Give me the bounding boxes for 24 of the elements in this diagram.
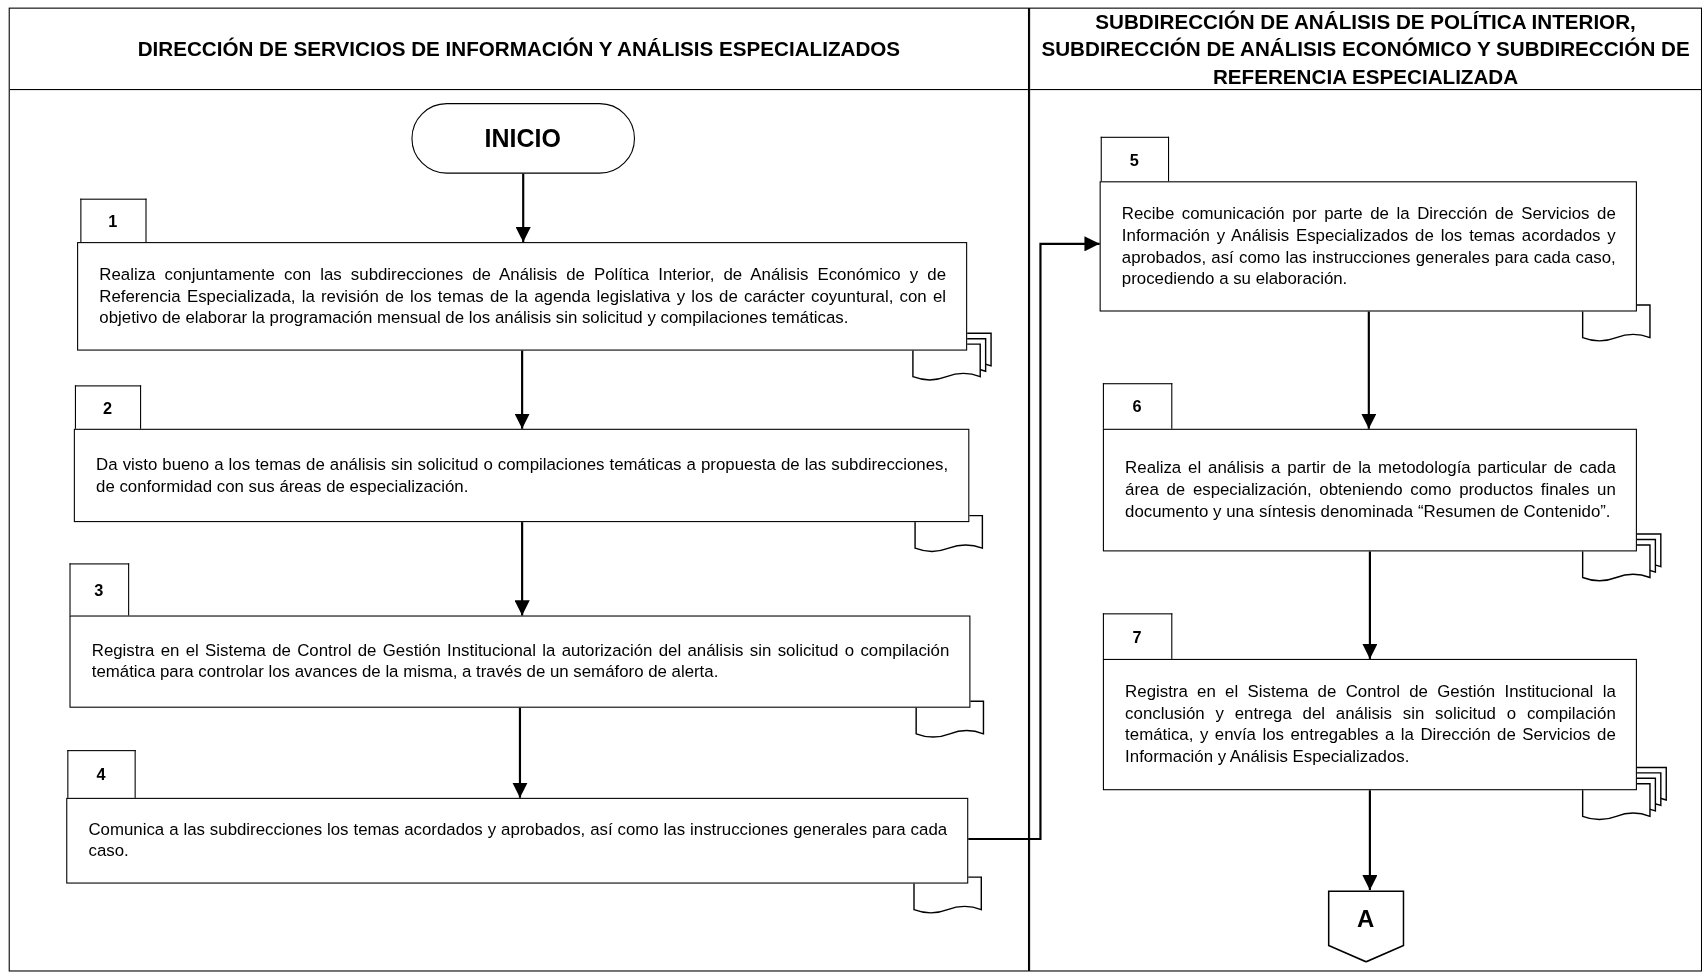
process-box: Registra en el Sistema de Control de Gestión Institucional la conclusión y entrega del análisis sin solicitud o compilación temática, y envía los entregables a la Dirección de Servicios de Información y Análisis Especializados.	[1102, 658, 1637, 790]
swimlane	[1029, 7, 1702, 972]
lane-header: SUBDIRECCIÓN DE ANÁLISIS DE POLÍTICA INTERIOR, SUBDIRECCIÓN DE ANÁLISIS ECONÓMICO Y SUBDIRECCIÓN DE REFERENCIA ESPECIALIZADA	[1030, 8, 1701, 91]
arrow	[512, 707, 528, 798]
step-number: 5	[1100, 136, 1169, 182]
arrow	[1361, 311, 1377, 429]
arrow	[514, 350, 530, 429]
terminator: INICIO	[410, 102, 635, 174]
arrow	[514, 522, 530, 616]
step-number: 3	[68, 562, 129, 616]
step-number: 4	[66, 749, 136, 799]
swimlane	[8, 7, 1030, 972]
step-number: 7	[1102, 612, 1172, 660]
step-number: 1	[79, 198, 146, 243]
arrow	[515, 173, 531, 243]
arrow	[1362, 790, 1378, 891]
step-number: 6	[1102, 382, 1172, 430]
arrow	[968, 236, 1100, 841]
lane-header: DIRECCIÓN DE SERVICIOS DE INFORMACIÓN Y ANÁLISIS ESPECIALIZADOS	[9, 8, 1028, 91]
process-box: Recibe comunicación por parte de la Dirección de Servicios de Información y Análisis Especializados de los temas acordados y aprobados, así como las instrucciones generales para cada caso, procediendo a su elaboración.	[1099, 180, 1637, 311]
step-number: 2	[74, 384, 141, 430]
process-box: Realiza el análisis a partir de la metodología particular de cada área de especialización, obteniendo como productos finales un documento y una síntesis denominada “Resumen de Contenido”.	[1102, 428, 1637, 551]
arrow	[1362, 551, 1378, 659]
off-page-connector: A	[1327, 889, 1405, 963]
